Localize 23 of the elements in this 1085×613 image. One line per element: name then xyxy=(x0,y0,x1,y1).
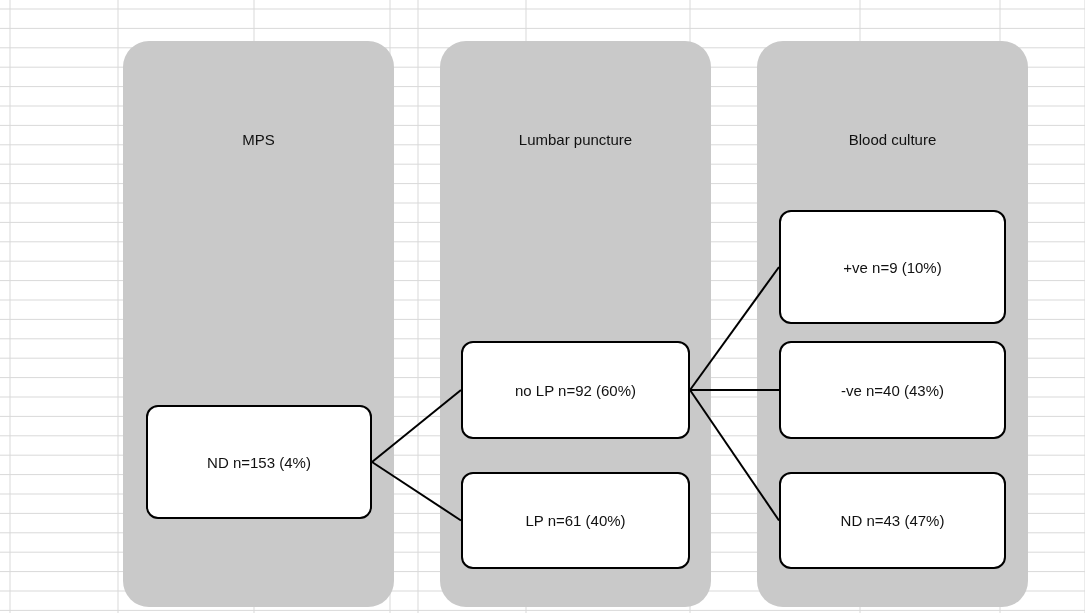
result-label: -ve n=40 (43%) xyxy=(841,381,944,399)
result-box xyxy=(779,210,1006,324)
result-label: +ve n=9 (10%) xyxy=(843,258,942,276)
connector-line xyxy=(371,461,462,522)
result-label: ND n=153 (4%) xyxy=(207,453,311,471)
result-label: LP n=61 (40%) xyxy=(525,512,626,529)
column-title: Lumbar puncture xyxy=(517,131,634,148)
column-title: Blood culture xyxy=(847,131,938,148)
column-title: MPS xyxy=(241,131,276,148)
connector-line xyxy=(689,389,780,391)
result-box xyxy=(461,472,690,569)
column-panel xyxy=(440,41,711,607)
connector-line xyxy=(371,389,462,463)
result-box xyxy=(146,405,372,519)
result-box xyxy=(779,472,1006,569)
column-panel xyxy=(757,41,1028,607)
result-box xyxy=(779,341,1006,439)
result-label: ND n=43 (47%) xyxy=(840,512,945,529)
result-box xyxy=(461,341,690,439)
result-label: no LP n=92 (60%) xyxy=(514,381,637,399)
column-panel xyxy=(123,41,394,607)
connector-line xyxy=(689,266,780,391)
connector-line xyxy=(689,389,780,522)
